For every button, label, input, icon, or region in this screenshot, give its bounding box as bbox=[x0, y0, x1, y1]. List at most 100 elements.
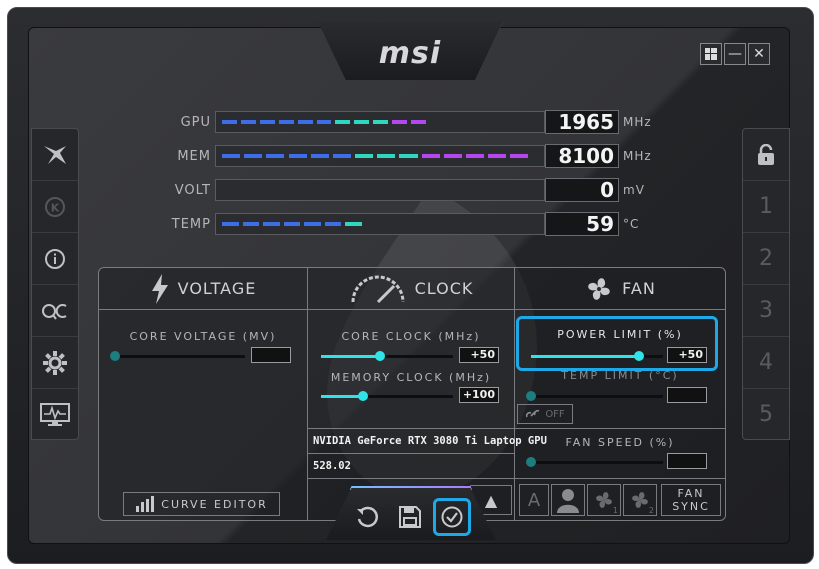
fan-speed-slider[interactable] bbox=[526, 457, 663, 467]
monitor-unit: mV bbox=[623, 183, 645, 197]
power-limit-label: POWER LIMIT (%) bbox=[557, 328, 683, 341]
fan-1-button[interactable]: 1 bbox=[587, 484, 621, 516]
save-button[interactable] bbox=[395, 502, 425, 532]
core-clock-fill bbox=[321, 355, 381, 358]
core-clock-knob[interactable] bbox=[375, 351, 386, 361]
save-icon bbox=[399, 506, 421, 528]
monitor-bar-segment bbox=[392, 120, 408, 124]
msi-dragon-icon[interactable] bbox=[32, 129, 78, 181]
core-clock-label: CORE CLOCK (MHz) bbox=[341, 330, 481, 343]
monitor-bar-segment bbox=[355, 154, 374, 158]
oc-scanner-icon[interactable] bbox=[32, 285, 78, 337]
monitor-bar-segment bbox=[373, 120, 389, 124]
temp-limit-input[interactable] bbox=[667, 387, 707, 403]
monitor-label: VOLT bbox=[174, 182, 211, 198]
monitor-bar-segment bbox=[242, 222, 260, 226]
monitor-value: 8100 bbox=[545, 144, 619, 168]
fan-speed-input[interactable] bbox=[667, 453, 707, 469]
monitor-bar-segment bbox=[510, 154, 529, 158]
profile-4-button[interactable]: 4 bbox=[743, 337, 789, 389]
monitor-unit: °C bbox=[623, 217, 640, 231]
close-button[interactable]: ✕ bbox=[748, 43, 770, 65]
driver-version: 528.02 bbox=[313, 460, 351, 472]
temp-limit-label: TEMP LIMIT (°C) bbox=[561, 369, 679, 382]
fan-2-button[interactable]: 2 bbox=[623, 484, 657, 516]
core-clock-input[interactable]: +50 bbox=[459, 347, 499, 363]
monitor-bar-segment bbox=[488, 154, 507, 158]
fan-title: FAN bbox=[622, 279, 656, 298]
power-limit-slider[interactable] bbox=[531, 351, 663, 361]
settings-gear-icon[interactable] bbox=[32, 337, 78, 389]
monitor-bar-segment bbox=[283, 222, 301, 226]
monitor-bar-segment bbox=[266, 154, 285, 158]
monitor-label: TEMP bbox=[171, 216, 211, 232]
profile-3-button[interactable]: 3 bbox=[743, 285, 789, 337]
monitor-bar-segment bbox=[263, 222, 280, 226]
monitor-bar-segment bbox=[421, 154, 440, 158]
core-voltage-slider[interactable] bbox=[110, 351, 245, 361]
apply-check-icon bbox=[441, 506, 463, 528]
profile-1-button[interactable]: 1 bbox=[743, 181, 789, 233]
msi-logo: msi bbox=[378, 36, 442, 71]
lightning-icon bbox=[151, 273, 168, 304]
monitor-bar bbox=[215, 111, 545, 133]
fan-header: FAN bbox=[515, 268, 725, 310]
monitor-bar-segment bbox=[288, 154, 307, 158]
clock-header: CLOCK bbox=[308, 268, 514, 310]
curve-editor-button[interactable]: CURVE EDITOR bbox=[123, 492, 280, 516]
k-boost-icon[interactable]: K bbox=[32, 181, 78, 233]
unlock-icon[interactable] bbox=[743, 129, 789, 181]
monitor-value: 59 bbox=[545, 212, 619, 236]
profile-5-button[interactable]: 5 bbox=[759, 402, 773, 427]
core-clock-slider[interactable] bbox=[321, 351, 453, 361]
windows-icon[interactable] bbox=[700, 43, 722, 65]
minimize-button[interactable]: — bbox=[724, 43, 746, 65]
user-icon bbox=[557, 489, 579, 513]
link-toggle[interactable]: OFF bbox=[517, 404, 573, 424]
fan-2-sub: 2 bbox=[648, 506, 654, 515]
core-voltage-knob[interactable] bbox=[110, 351, 120, 361]
monitor-bar-segment bbox=[465, 154, 485, 158]
fan-2-icon bbox=[632, 492, 648, 508]
right-sidebar: 1 2 3 4 5 bbox=[742, 128, 790, 440]
info-icon[interactable] bbox=[32, 233, 78, 285]
voltage-title: VOLTAGE bbox=[177, 279, 257, 298]
fan-auto-button[interactable]: A bbox=[519, 484, 549, 516]
power-limit-knob[interactable] bbox=[634, 351, 645, 361]
monitor-bar-segment bbox=[345, 222, 362, 226]
monitoring-icon[interactable] bbox=[32, 389, 78, 440]
reset-icon bbox=[357, 506, 379, 528]
temp-limit-slider[interactable] bbox=[526, 391, 663, 401]
temp-limit-knob[interactable] bbox=[526, 391, 536, 401]
gpu-name: NVIDIA GeForce RTX 3080 Ti Laptop GPU bbox=[313, 435, 547, 447]
voltage-header: VOLTAGE bbox=[99, 268, 307, 310]
apply-button[interactable] bbox=[433, 498, 471, 536]
control-panel: VOLTAGE CLOCK FAN CORE VOLTAGE (MV) CURV… bbox=[98, 267, 726, 521]
monitor-bar-segment bbox=[335, 120, 351, 124]
left-sidebar: K bbox=[31, 128, 79, 440]
monitor-value: 1965 bbox=[545, 110, 619, 134]
monitor-row-volt: VOLT 0 mV bbox=[140, 177, 645, 203]
monitor-bar-segment bbox=[377, 154, 396, 158]
power-limit-input[interactable]: +50 bbox=[667, 347, 707, 363]
speedometer-icon bbox=[351, 275, 405, 303]
memory-clock-knob[interactable] bbox=[358, 391, 369, 401]
core-voltage-label: CORE VOLTAGE (MV) bbox=[129, 330, 277, 343]
monitor-bar-segment bbox=[324, 222, 342, 226]
monitor-bar bbox=[215, 145, 545, 167]
profile-2-button[interactable]: 2 bbox=[743, 233, 789, 285]
fan-speed-knob[interactable] bbox=[526, 457, 536, 467]
fan-1-icon bbox=[596, 492, 612, 508]
monitor-bar-segment bbox=[278, 120, 294, 124]
divider bbox=[515, 428, 725, 429]
fan-sync-button[interactable]: FAN SYNC bbox=[661, 484, 721, 516]
monitor-bar bbox=[215, 213, 545, 235]
monitor-value: 0 bbox=[545, 178, 619, 202]
monitor-row-temp: TEMP 59 °C bbox=[140, 211, 639, 237]
core-voltage-input[interactable] bbox=[251, 347, 291, 363]
user-fan-button[interactable] bbox=[551, 484, 585, 516]
fan-icon bbox=[588, 277, 610, 300]
memory-clock-input[interactable]: +100 bbox=[459, 387, 499, 403]
reset-button[interactable] bbox=[352, 502, 382, 532]
memory-clock-slider[interactable] bbox=[321, 391, 453, 401]
